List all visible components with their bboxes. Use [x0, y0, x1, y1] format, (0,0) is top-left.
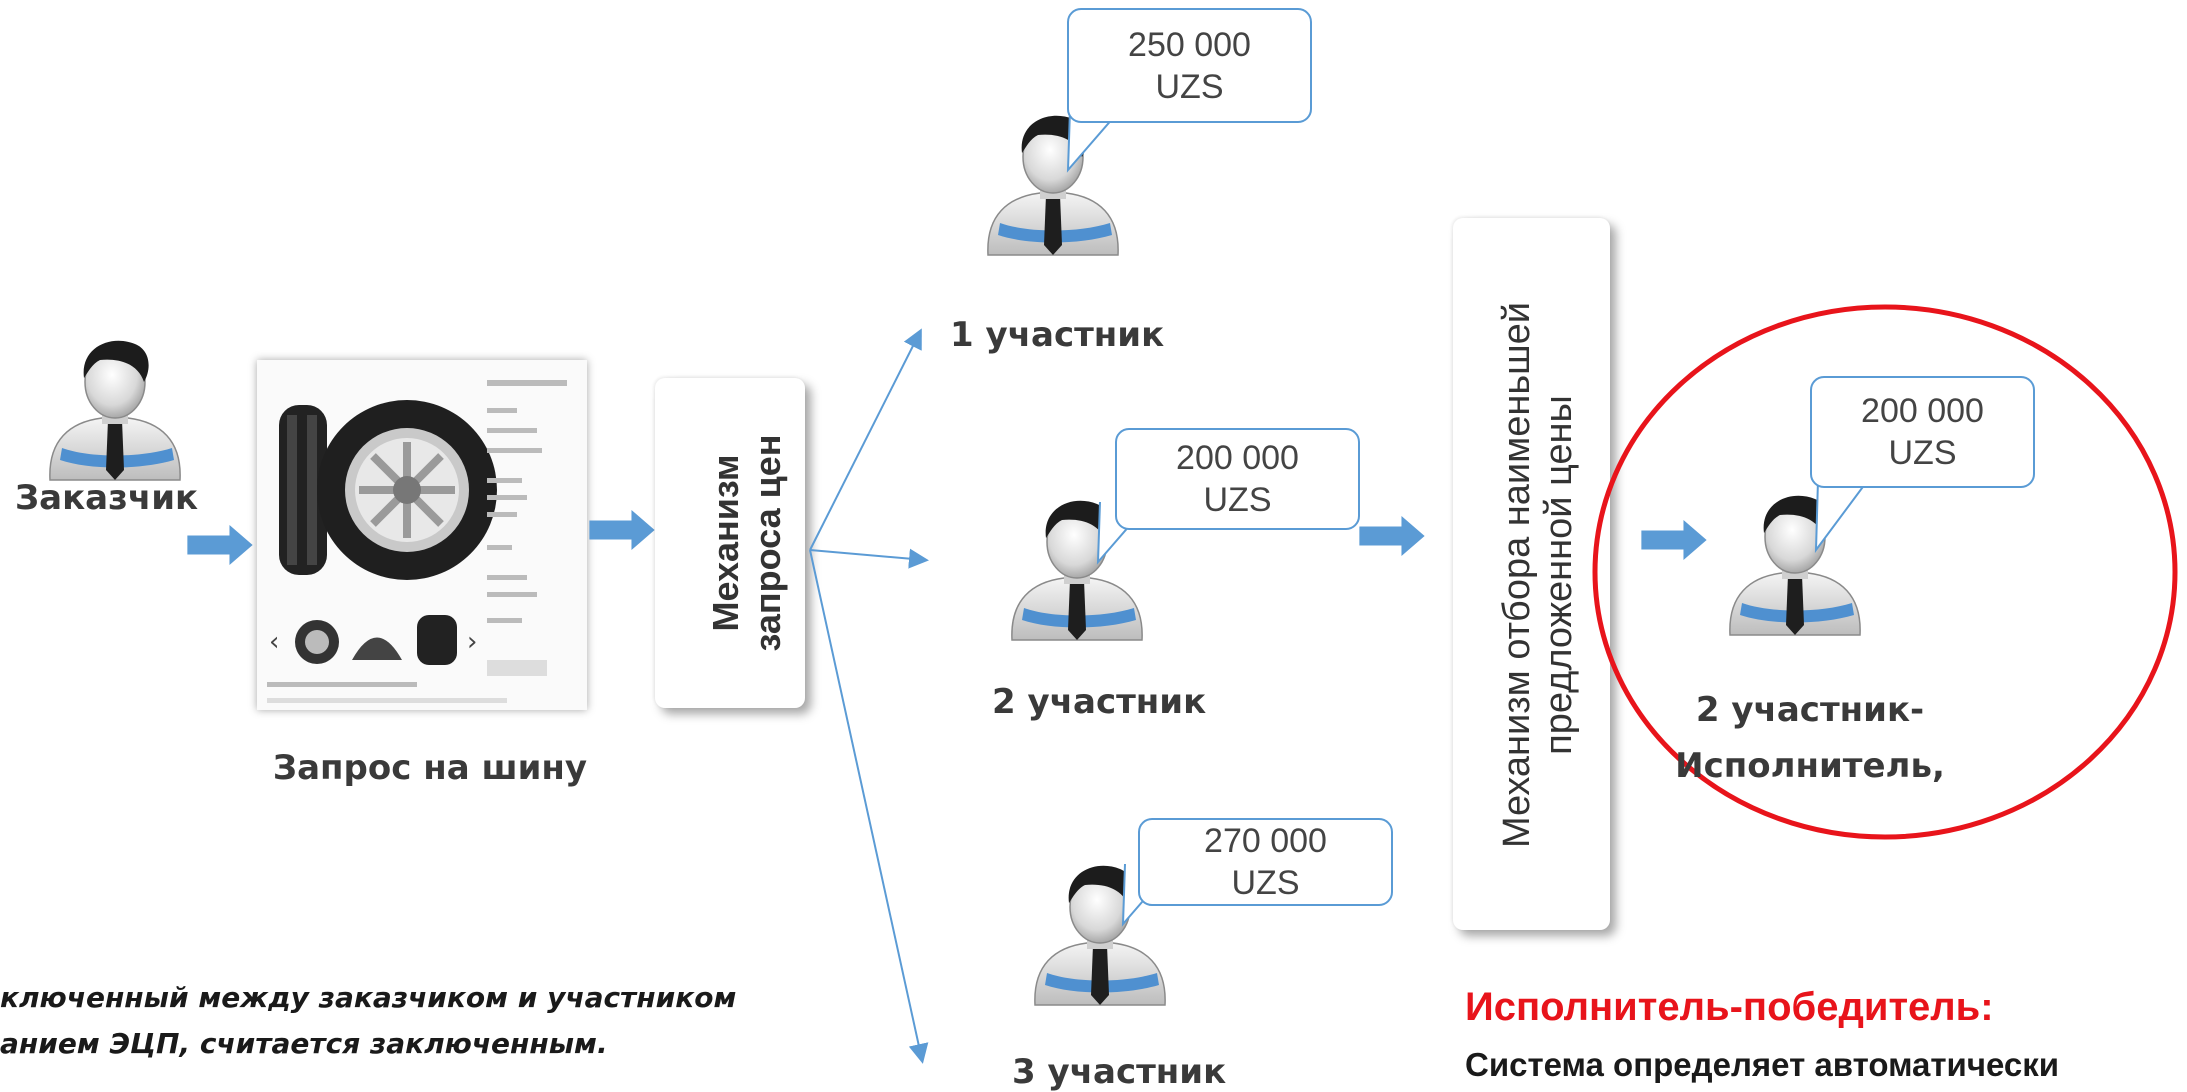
participant-2-price: 200 000	[1176, 439, 1299, 477]
winner-label-line1: 2 участник-	[1695, 690, 1925, 730]
participant-2-currency: UZS	[1203, 481, 1272, 519]
footnote: ключенный между заказчиком и участником …	[0, 975, 736, 1067]
participant-3-price: 270 000	[1204, 822, 1327, 860]
participant-1-currency: UZS	[1155, 67, 1224, 106]
participant-3-currency: UZS	[1231, 864, 1300, 902]
customer-user-icon	[49, 340, 181, 481]
participant-3-label: 3 участник	[1012, 1052, 1227, 1092]
mechanism-label-line2: запроса цен	[747, 434, 788, 652]
lowest-price-selection-panel: Механизм отбора наименьшей предложенной …	[1453, 218, 1610, 930]
bubble-tail	[1066, 109, 1121, 173]
winner-price: 200 000	[1861, 392, 1984, 430]
participant-1-price: 250 000	[1128, 25, 1251, 64]
price-request-mechanism-panel: Механизм запроса цен	[655, 378, 805, 708]
result-subtitle: Система определяет автоматически	[1465, 1046, 2060, 1083]
customer-label: Заказчик	[15, 478, 199, 518]
bubble-tail	[1814, 479, 1869, 554]
participant-1-label: 1 участник	[950, 315, 1165, 355]
arrow-icon	[187, 525, 253, 565]
winner-highlight-ellipse	[1592, 304, 2178, 840]
winner-currency: UZS	[1888, 434, 1957, 472]
arrow-icon	[1359, 516, 1425, 556]
winner-label: 2 участник- Исполнитель,	[1660, 682, 1960, 794]
selection-label-line1: Механизм отбора наименьшей	[1496, 301, 1538, 849]
footnote-line2: анием ЭЦП, считается заключенным.	[0, 1027, 608, 1060]
request-caption: Запрос на шину	[272, 748, 588, 788]
tire-request-image: ‹ ›	[257, 360, 587, 710]
participant-1-price-bubble: 250 000 UZS	[1067, 8, 1312, 123]
selection-label: Механизм отбора наименьшей предложенной …	[1496, 235, 1580, 915]
selection-label-line2: предложенной цены	[1538, 395, 1580, 755]
svg-text:›: ›	[467, 627, 477, 657]
mechanism-label: Механизм запроса цен	[705, 378, 788, 708]
mechanism-label-line1: Механизм	[705, 454, 746, 632]
tire-icon: ‹ ›	[267, 380, 567, 703]
participant-3-price-bubble: 270 000 UZS	[1138, 818, 1393, 906]
fan-out-arrows	[809, 328, 929, 1064]
winner-label-line2: Исполнитель,	[1675, 746, 1945, 786]
svg-text:‹: ‹	[269, 627, 279, 657]
participant-2-price-bubble: 200 000 UZS	[1115, 428, 1360, 530]
result-title: Исполнитель-победитель:	[1465, 985, 1994, 1029]
footnote-line1: ключенный между заказчиком и участником	[0, 981, 737, 1014]
arrow-icon	[589, 510, 655, 550]
winner-price-bubble: 200 000 UZS	[1810, 376, 2035, 488]
participant-2-label: 2 участник	[992, 682, 1207, 722]
